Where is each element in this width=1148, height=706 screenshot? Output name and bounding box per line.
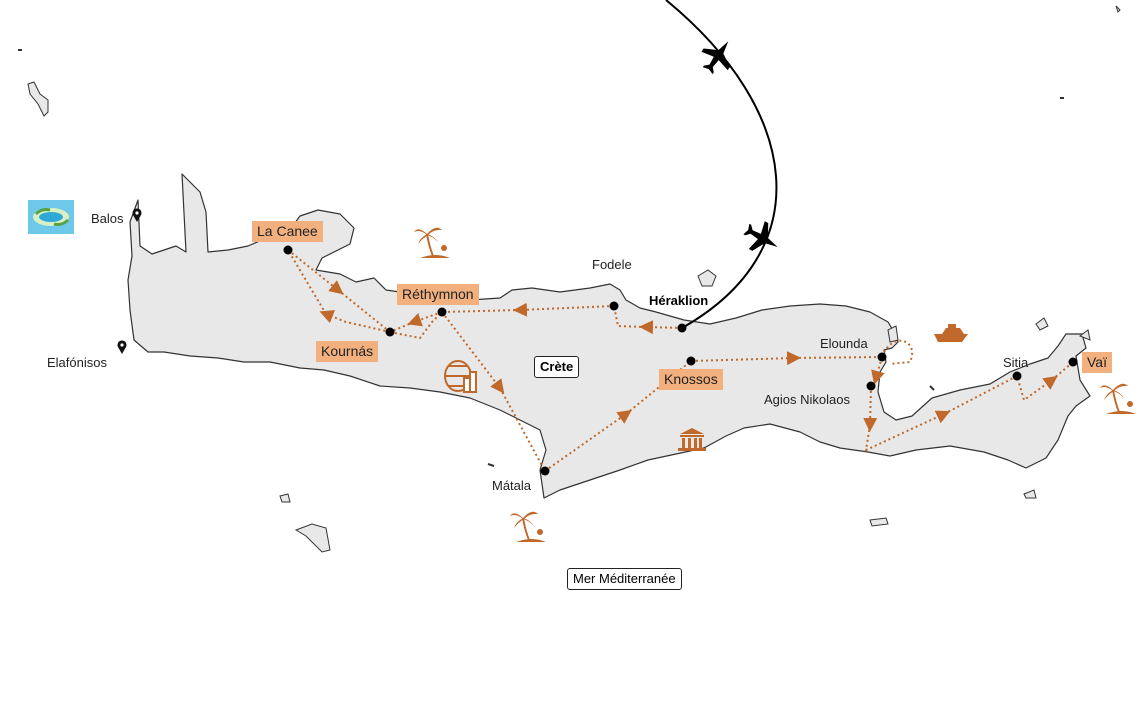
label-agios-nikolaos: Agios Nikolaos <box>764 392 850 407</box>
palm-beach-icon <box>510 511 546 542</box>
label-knossos: Knossos <box>659 369 723 390</box>
islet <box>887 325 899 343</box>
label-elafonisos: Elafónisos <box>47 355 107 370</box>
label-vai: Vaï <box>1082 352 1112 373</box>
label-balos: Balos <box>91 211 124 226</box>
islet <box>27 81 49 117</box>
city-dot-heraklion <box>677 323 687 333</box>
airplane-icon <box>743 221 778 251</box>
label-heraklion: Héraklion <box>649 293 709 308</box>
boat-icon <box>934 324 968 342</box>
region-label-crete: Crète <box>534 356 580 378</box>
city-dot-elounda <box>877 352 887 362</box>
crete-island <box>127 173 1091 499</box>
city-dot-rethymnon <box>437 307 447 317</box>
islet <box>1078 329 1091 341</box>
islet <box>1023 489 1037 499</box>
region-label-sea: Mer Méditerranée <box>567 568 682 590</box>
city-dot-fodele <box>609 301 619 311</box>
islet <box>294 523 331 553</box>
wine-cellar-icon <box>444 360 477 393</box>
city-dot-matala <box>540 466 550 476</box>
flight-path <box>665 0 778 329</box>
city-dot-knossos <box>686 356 696 366</box>
palm-beach-icon <box>414 227 450 258</box>
label-sitia: Sitia <box>1003 355 1029 370</box>
label-elounda: Elounda <box>820 336 868 351</box>
label-rethymnon: Réthymnon <box>397 284 479 305</box>
islet <box>929 385 935 391</box>
city-dot-vai <box>1068 357 1078 367</box>
lagoon-icon <box>28 200 74 234</box>
islet <box>487 463 495 467</box>
palm-beach-icon <box>1100 383 1136 414</box>
islet <box>869 517 889 527</box>
city-dot-sitia <box>1012 371 1022 381</box>
map-pin-icon <box>117 340 127 354</box>
islet <box>1115 5 1121 13</box>
city-dot-agios-nikolaos <box>866 381 876 391</box>
islet <box>279 493 291 503</box>
map-pin-icon <box>132 208 142 222</box>
airplane-icon <box>701 41 730 75</box>
label-kournas: Kournás <box>316 341 379 362</box>
city-dot-kournas <box>385 327 395 337</box>
city-dot-la-canee <box>283 245 293 255</box>
temple-icon <box>678 428 706 451</box>
islet <box>1035 317 1049 331</box>
label-matala: Mátala <box>492 478 532 493</box>
label-la-canee: La Canee <box>252 221 323 242</box>
islet <box>697 269 717 287</box>
label-fodele: Fodele <box>592 257 632 272</box>
